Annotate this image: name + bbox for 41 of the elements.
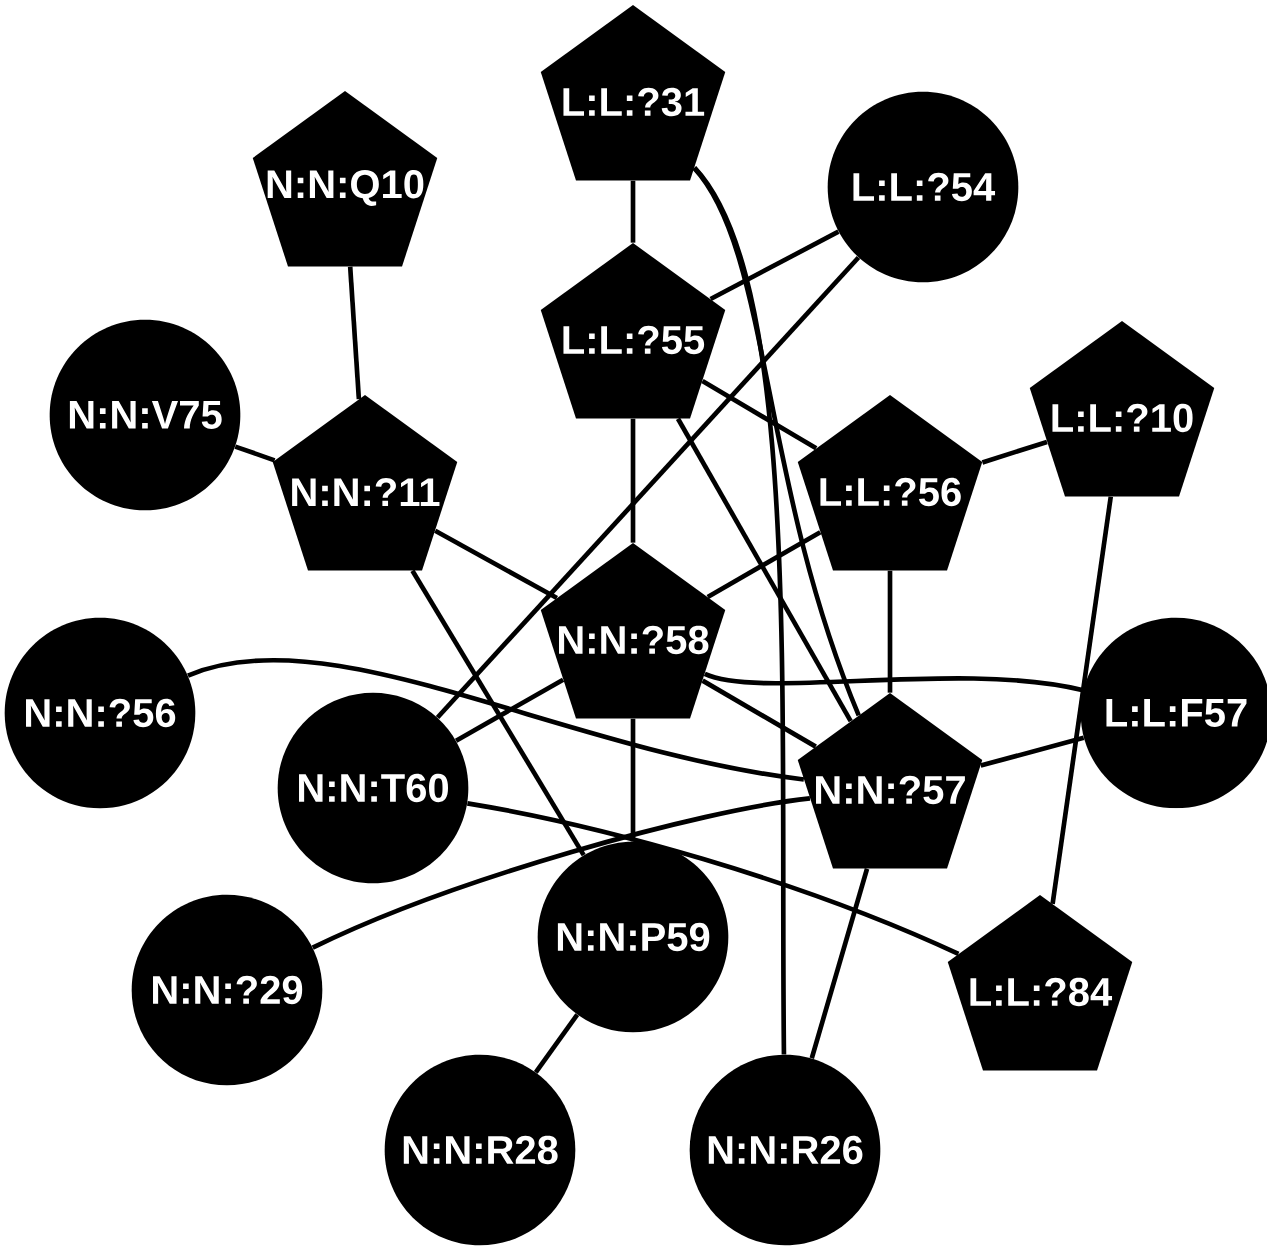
edge-line <box>311 796 811 950</box>
pentagon-node: L:L:?56 <box>797 395 983 571</box>
pentagon-node: N:N:?11 <box>272 395 458 571</box>
edge-line <box>410 569 586 857</box>
edge-line <box>630 418 636 543</box>
circle-node: N:N:P59 <box>537 841 729 1033</box>
edge-line <box>435 255 861 720</box>
edge-line <box>981 439 1048 465</box>
edge-line <box>1050 496 1114 905</box>
circle-node: L:L:?54 <box>827 91 1019 283</box>
pentagon-node: N:N:?58 <box>540 543 726 719</box>
edge-line <box>887 570 893 693</box>
circle-node: N:N:R26 <box>689 1054 881 1246</box>
edge-line <box>706 530 822 599</box>
pentagon-node: L:L:?10 <box>1029 321 1215 497</box>
circle-node: N:N:T60 <box>277 692 469 884</box>
edge-line <box>809 868 870 1059</box>
edge-line <box>675 417 853 723</box>
circle-node: N:N:R28 <box>384 1054 576 1246</box>
edge-line <box>692 166 787 1055</box>
pentagon-node: L:L:?55 <box>540 243 726 419</box>
pentagon-node: L:L:?31 <box>540 5 726 181</box>
edge-line <box>434 528 559 600</box>
pentagon-node: N:N:Q10 <box>252 91 438 267</box>
edge-line <box>454 677 565 743</box>
edge-line <box>704 671 1084 693</box>
edge-line <box>630 180 636 243</box>
edge-line <box>701 379 818 451</box>
pentagon-node: N:N:?57 <box>797 693 983 869</box>
pentagon-node: L:L:?84 <box>947 895 1133 1071</box>
edge-line <box>187 657 805 782</box>
circle-node: N:N:?56 <box>4 617 196 809</box>
edge-line <box>466 801 960 957</box>
edge-line <box>709 229 840 302</box>
edge-line <box>533 1013 580 1074</box>
circle-node: N:N:V75 <box>49 319 241 511</box>
edge-line <box>234 444 276 463</box>
edge-line <box>980 735 1085 768</box>
edge-line <box>701 678 817 749</box>
edge-line <box>347 266 362 400</box>
circle-node: N:N:?29 <box>131 894 323 1086</box>
